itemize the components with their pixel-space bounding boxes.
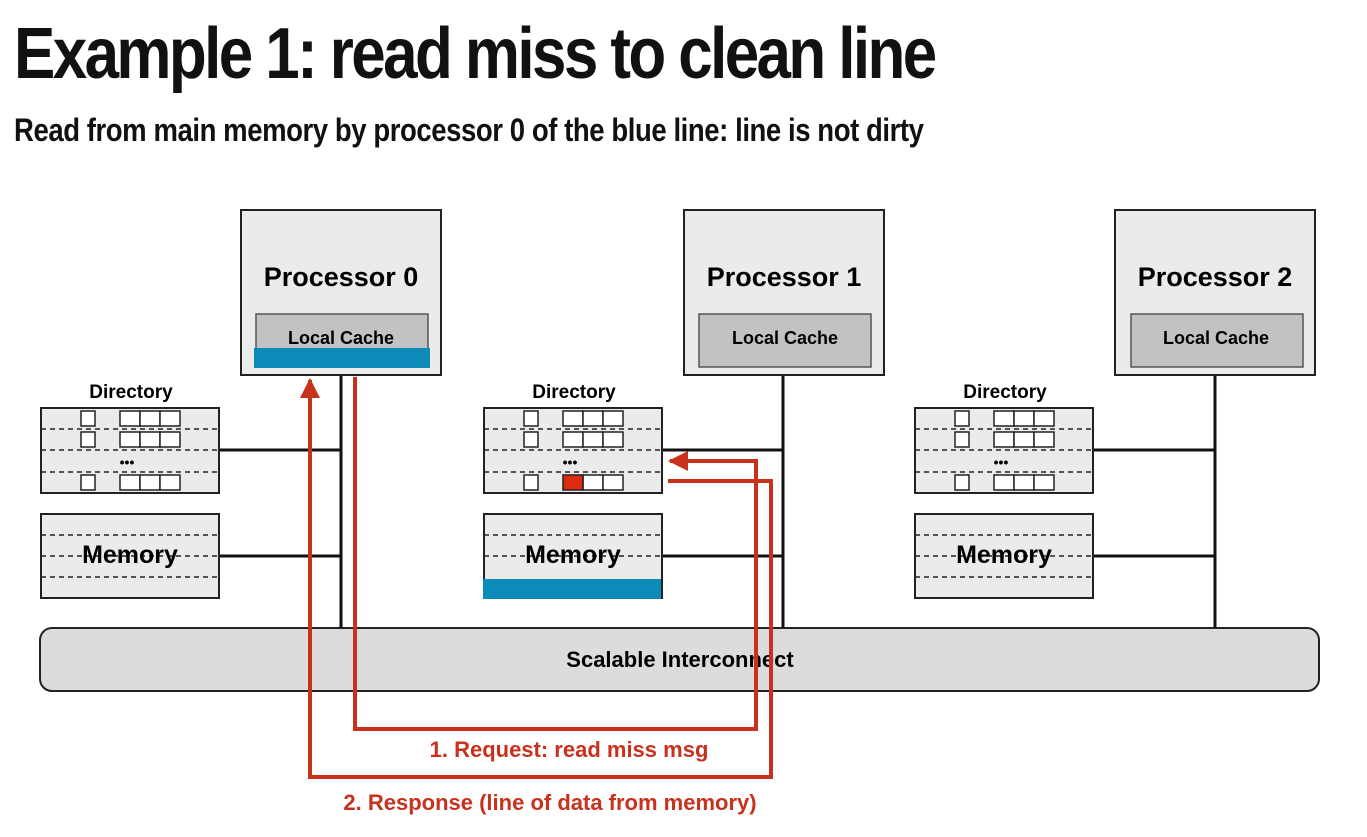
cache-label: Local Cache <box>732 328 838 348</box>
node-1: Processor 1 Local Cache Directory ••• <box>483 209 885 628</box>
cache-label: Local Cache <box>288 328 394 348</box>
directory-ellipsis: ••• <box>563 454 578 470</box>
local-cache <box>1130 313 1304 368</box>
memory-box: Memory <box>40 513 220 599</box>
directory-table: ••• <box>914 407 1094 494</box>
processor-label: Processor 2 <box>1138 262 1293 292</box>
local-cache <box>698 313 872 368</box>
response-arrow <box>300 378 773 779</box>
node-2: Processor 2 Local Cache Directory ••• <box>914 209 1316 628</box>
memory-blue-line <box>483 579 661 599</box>
memory-label: Memory <box>525 541 621 569</box>
directory-table: ••• <box>483 407 663 494</box>
interconnect-label: Scalable Interconnect <box>566 647 794 672</box>
slide-title: Example 1: read miss to clean line <box>14 14 937 94</box>
memory-label: Memory <box>82 541 178 569</box>
processor-label: Processor 1 <box>707 262 862 292</box>
memory-label: Memory <box>956 541 1052 569</box>
processor-label: Processor 0 <box>264 262 419 292</box>
request-message-label: 1. Request: read miss msg <box>430 737 709 762</box>
slide-subtitle: Read from main memory by processor 0 of … <box>14 112 924 148</box>
memory-box: Memory <box>914 513 1094 599</box>
directory-label: Directory <box>532 382 616 403</box>
memory-box: Memory <box>483 513 663 599</box>
directory-ellipsis: ••• <box>120 454 135 470</box>
request-arrow <box>353 377 758 731</box>
cache-label: Local Cache <box>1163 328 1269 348</box>
directory-table: ••• <box>40 407 220 494</box>
presence-bit-p0 <box>562 474 584 491</box>
directory-label: Directory <box>89 382 173 403</box>
directory-label: Directory <box>963 382 1047 403</box>
processor-box: Processor 0 Local Cache <box>240 209 442 376</box>
processor-box: Processor 2 Local Cache <box>1114 209 1316 376</box>
processor-box: Processor 1 Local Cache <box>683 209 885 376</box>
cached-blue-line <box>254 348 430 368</box>
interconnect: Scalable Interconnect <box>39 627 1320 692</box>
directory-ellipsis: ••• <box>994 454 1009 470</box>
response-message-label: 2. Response (line of data from memory) <box>343 790 756 815</box>
node-0: Processor 0 Local Cache Directory ••• <box>40 209 442 628</box>
